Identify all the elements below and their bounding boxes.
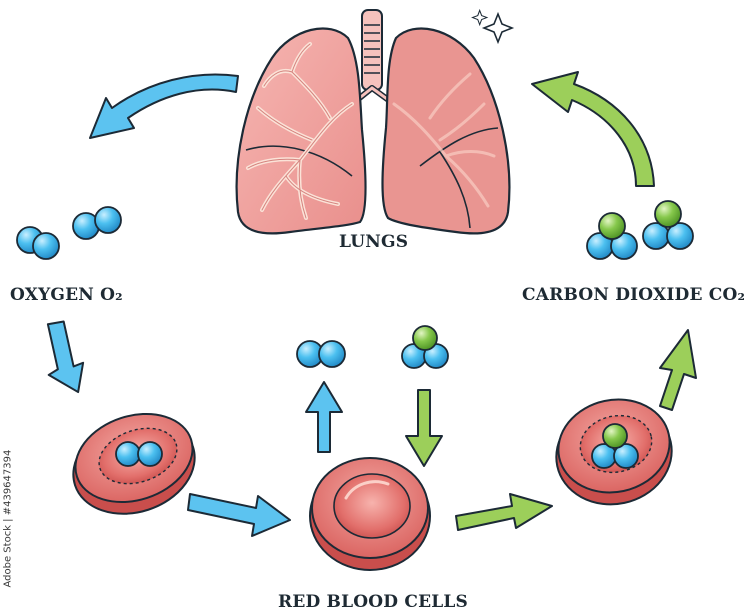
co2-arrow-between-cells	[456, 494, 552, 530]
sparkle-icon	[473, 10, 512, 42]
oxygen-arrow-between-cells	[188, 494, 290, 536]
lungs-label: LUNGS	[339, 232, 408, 252]
co2-molecule-right-1	[587, 213, 637, 259]
right-lung	[383, 28, 510, 233]
oxygen-release-arrow	[306, 382, 342, 452]
co2-molecule-right-2	[643, 201, 693, 249]
oxygen-molecule-released	[297, 341, 345, 367]
carbon-dioxide-label: CARBON DIOXIDE CO₂	[522, 285, 745, 305]
oxygen-label: OXYGEN O₂	[10, 285, 123, 305]
oxygen-molecule-left-2	[73, 207, 121, 239]
co2-molecule-absorbed	[402, 326, 448, 368]
oxygen-molecule-left	[17, 227, 59, 259]
co2-arrow-to-lungs	[532, 72, 654, 186]
red-blood-cells-label: RED BLOOD CELLS	[278, 592, 468, 612]
oxygen-arrow-to-cell	[40, 319, 88, 396]
red-blood-cell-deoxygenated	[547, 389, 681, 515]
co2-absorb-arrow	[406, 390, 442, 466]
red-blood-cell-center	[310, 458, 430, 570]
stock-credit: Adobe Stock | #439647394	[3, 468, 14, 588]
co2-arrow-to-top	[660, 330, 696, 410]
lungs-illustration	[237, 10, 512, 233]
oxygen-arrow-from-lungs	[90, 74, 238, 138]
red-blood-cell-oxygenated	[61, 400, 207, 529]
